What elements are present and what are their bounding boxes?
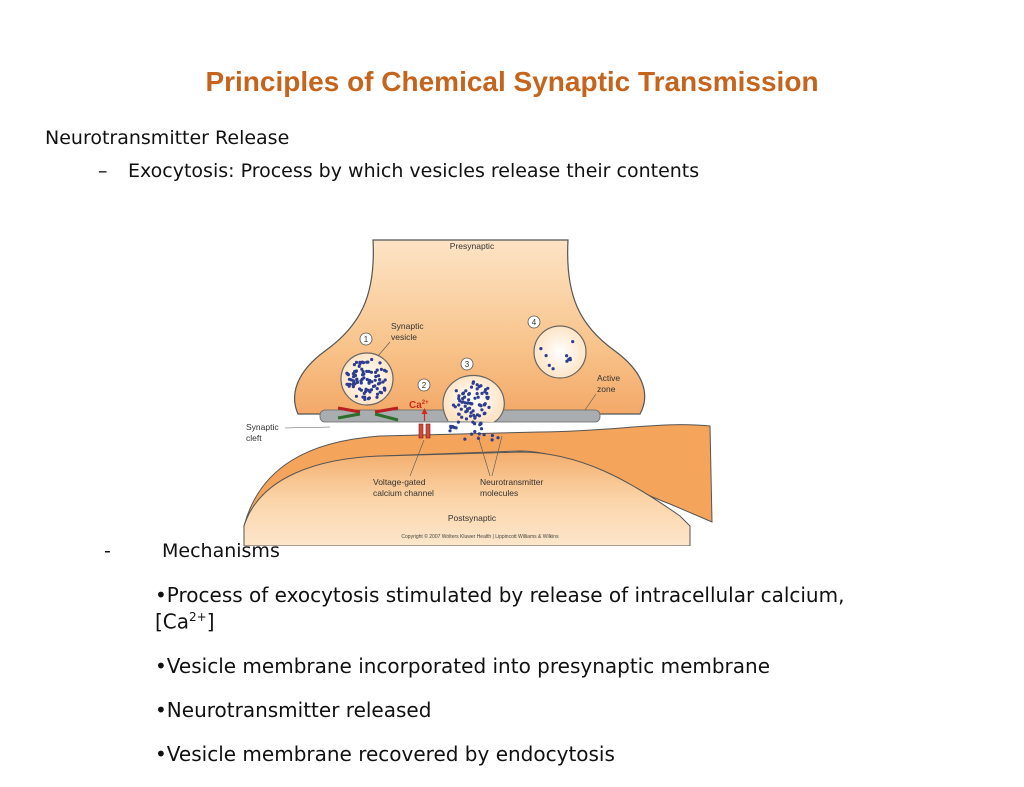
svg-text:4: 4 [532, 318, 537, 327]
list-item: •Process of exocytosis stimulated by rel… [155, 584, 875, 633]
mechanisms-label: Mechanisms [162, 540, 280, 562]
synaptic-vesicle-label-2: vesicle [391, 332, 417, 342]
section-heading: Neurotransmitter Release [45, 127, 290, 149]
active-zone-label-2: zone [597, 384, 616, 394]
nt-molecules-label-2: molecules [480, 488, 518, 498]
nt-molecules-label-1: Neurotransmitter [480, 477, 543, 487]
snare-proteins [337, 406, 399, 422]
bullet-1-text: •Process of exocytosis stimulated by rel… [155, 583, 845, 634]
subpoint: –Exocytosis: Process by which vesicles r… [98, 160, 699, 182]
copyright-text: Copyright © 2007 Wolters Kluwer Health |… [401, 533, 559, 540]
synapse-figure: 1 2 3 4 Ca2+ Presynaptic Synaptic vesicl… [240, 236, 720, 546]
synaptic-vesicle-label-1: Synaptic [391, 321, 424, 331]
subpoint-text: Exocytosis: Process by which vesicles re… [128, 160, 700, 182]
neurotransmitter-molecules [345, 340, 575, 442]
calcium-channel-label-1: Voltage-gated [373, 477, 426, 487]
slide-title: Principles of Chemical Synaptic Transmis… [205, 66, 819, 97]
step-3-marker: 3 [460, 357, 474, 371]
synapse-diagram: 1 2 3 4 Ca2+ Presynaptic Synaptic vesicl… [243, 239, 713, 546]
postsynaptic-label: Postsynaptic [448, 513, 497, 523]
bullet-1-end: ] [206, 609, 215, 634]
mechanism-list: •Process of exocytosis stimulated by rel… [155, 584, 875, 787]
mechanisms-heading: - Mechanisms [104, 540, 280, 562]
mechanisms-dash: - [104, 540, 111, 562]
calcium-channel-label-2: calcium channel [373, 488, 434, 498]
vesicle-4 [533, 325, 587, 379]
presynaptic-label: Presynaptic [450, 241, 495, 251]
list-item: •Neurotransmitter released [155, 697, 432, 722]
list-item: •Vesicle membrane incorporated into pres… [155, 653, 771, 678]
postsynaptic-body [243, 451, 691, 546]
step-2-marker: 2 [417, 378, 431, 392]
step-4-marker: 4 [527, 315, 541, 329]
svg-text:3: 3 [465, 360, 470, 369]
svg-text:1: 1 [364, 335, 369, 344]
synaptic-cleft-label-1: Synaptic [246, 422, 279, 432]
list-item: •Vesicle membrane recovered by endocytos… [155, 741, 615, 766]
ca-ion-label: Ca2+ [409, 400, 429, 411]
bullet-1-superscript: 2+ [189, 610, 207, 624]
svg-text:2: 2 [422, 381, 427, 390]
synaptic-cleft-label-2: cleft [246, 433, 262, 443]
calcium-channel-icon [418, 408, 431, 439]
active-zone-label-1: Active [597, 373, 620, 383]
step-1-marker: 1 [359, 332, 373, 346]
subpoint-dash: – [98, 160, 108, 182]
